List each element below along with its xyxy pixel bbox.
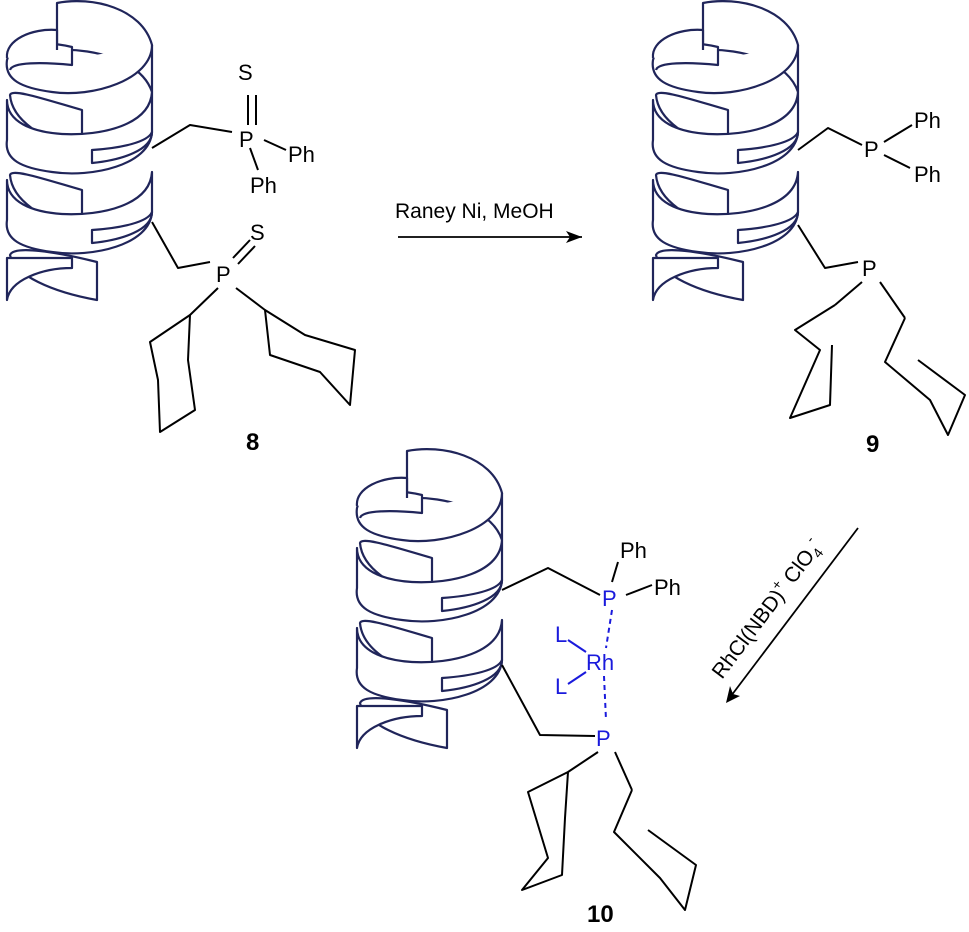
bond-rh-ligand-b-10 xyxy=(567,671,587,685)
bond-ch2-p-upper-10 xyxy=(501,567,601,596)
atom-ph-b-8: Ph xyxy=(250,173,277,198)
atom-p-lower-8: P xyxy=(216,262,231,287)
cyclohexyl-2-9 xyxy=(884,317,966,436)
bond-p-cy2-8 xyxy=(235,287,266,311)
atom-p-upper-10: P xyxy=(602,586,617,611)
bond-ch2-p-lower-9 xyxy=(797,224,859,269)
bond-p-s-double-upper-8 xyxy=(247,95,257,125)
bond-p-cy2-9 xyxy=(879,281,906,319)
compound-9: P Ph Ph P 9 xyxy=(651,0,966,458)
atom-rh-10: Rh xyxy=(586,650,614,675)
bond-p-ph-b-10 xyxy=(625,584,653,596)
bond-p-rh-lower-10 xyxy=(603,675,607,721)
helix-10 xyxy=(355,448,504,750)
bond-ch2-p-lower-10 xyxy=(501,664,596,737)
arrow-head-2 xyxy=(726,686,740,703)
reaction-arrow-1: Raney Ni, MeOH xyxy=(395,200,582,243)
atom-p-upper-8: P xyxy=(239,127,254,152)
compound-8: S P Ph Ph S P 8 xyxy=(5,0,356,456)
bond-p-cy2-10 xyxy=(614,751,633,791)
bond-rh-ligand-a-10 xyxy=(567,639,587,653)
cyclohexyl-2-8 xyxy=(264,309,356,406)
compound-number-9: 9 xyxy=(866,431,879,458)
compound-10: Ph Ph P Rh L L P 10 xyxy=(355,448,697,928)
atom-p-upper-9: P xyxy=(864,137,879,162)
bond-p-cy1-9 xyxy=(834,281,863,306)
cyclohexyl-2-10 xyxy=(613,789,697,911)
cyclohexyl-1-10 xyxy=(521,771,569,891)
bond-ch2-p-lower-8 xyxy=(151,221,211,269)
atom-s-lower-8: S xyxy=(250,220,265,245)
bond-p-ph-a-10 xyxy=(611,561,619,583)
bond-p-ph-a-8 xyxy=(263,139,287,151)
conditions-1: Raney Ni, MeOH xyxy=(395,200,554,223)
atom-ligand-a-10: L xyxy=(555,622,567,647)
conditions-2: RhCl(NBD)+ ClO4- xyxy=(704,532,830,685)
atom-p-lower-9: P xyxy=(862,256,877,281)
bond-p-cy1-8 xyxy=(189,287,219,316)
compound-number-8: 8 xyxy=(246,429,259,456)
bond-p-ph-b-8 xyxy=(249,147,259,171)
arrow-line-2 xyxy=(727,527,859,701)
svg-text:RhCl(NBD)+ ClO4-: RhCl(NBD)+ ClO4- xyxy=(704,532,830,685)
atom-s-upper-8: S xyxy=(238,60,253,85)
atom-ph-a-8: Ph xyxy=(288,142,315,167)
compound-number-10: 10 xyxy=(587,901,614,928)
helix-8 xyxy=(5,0,154,302)
cyclohexyl-1-8 xyxy=(149,314,196,433)
bond-p-ph-b-9 xyxy=(883,154,911,169)
bond-p-ph-a-9 xyxy=(883,124,913,143)
bond-ch2-p-upper-8 xyxy=(151,124,233,149)
conditions-2-minus: - xyxy=(802,532,818,546)
atom-ph-a-10: Ph xyxy=(620,538,647,563)
atom-ph-a-9: Ph xyxy=(914,108,941,133)
bond-p-rh-upper-10 xyxy=(605,609,613,649)
helix-9 xyxy=(651,0,800,302)
atom-ph-b-9: Ph xyxy=(914,162,941,187)
atom-p-lower-10: P xyxy=(596,726,611,751)
bond-p-cy1-10 xyxy=(567,751,599,773)
arrow-head-1 xyxy=(566,231,582,243)
reaction-arrow-2: RhCl(NBD)+ ClO4- xyxy=(704,527,859,703)
cyclohexyl-1-9 xyxy=(789,304,836,419)
bond-p-s-double-lower-8 xyxy=(232,239,256,265)
atom-ph-b-10: Ph xyxy=(654,575,681,600)
atom-ligand-b-10: L xyxy=(555,674,567,699)
bond-ch2-p-upper-9 xyxy=(797,127,863,151)
